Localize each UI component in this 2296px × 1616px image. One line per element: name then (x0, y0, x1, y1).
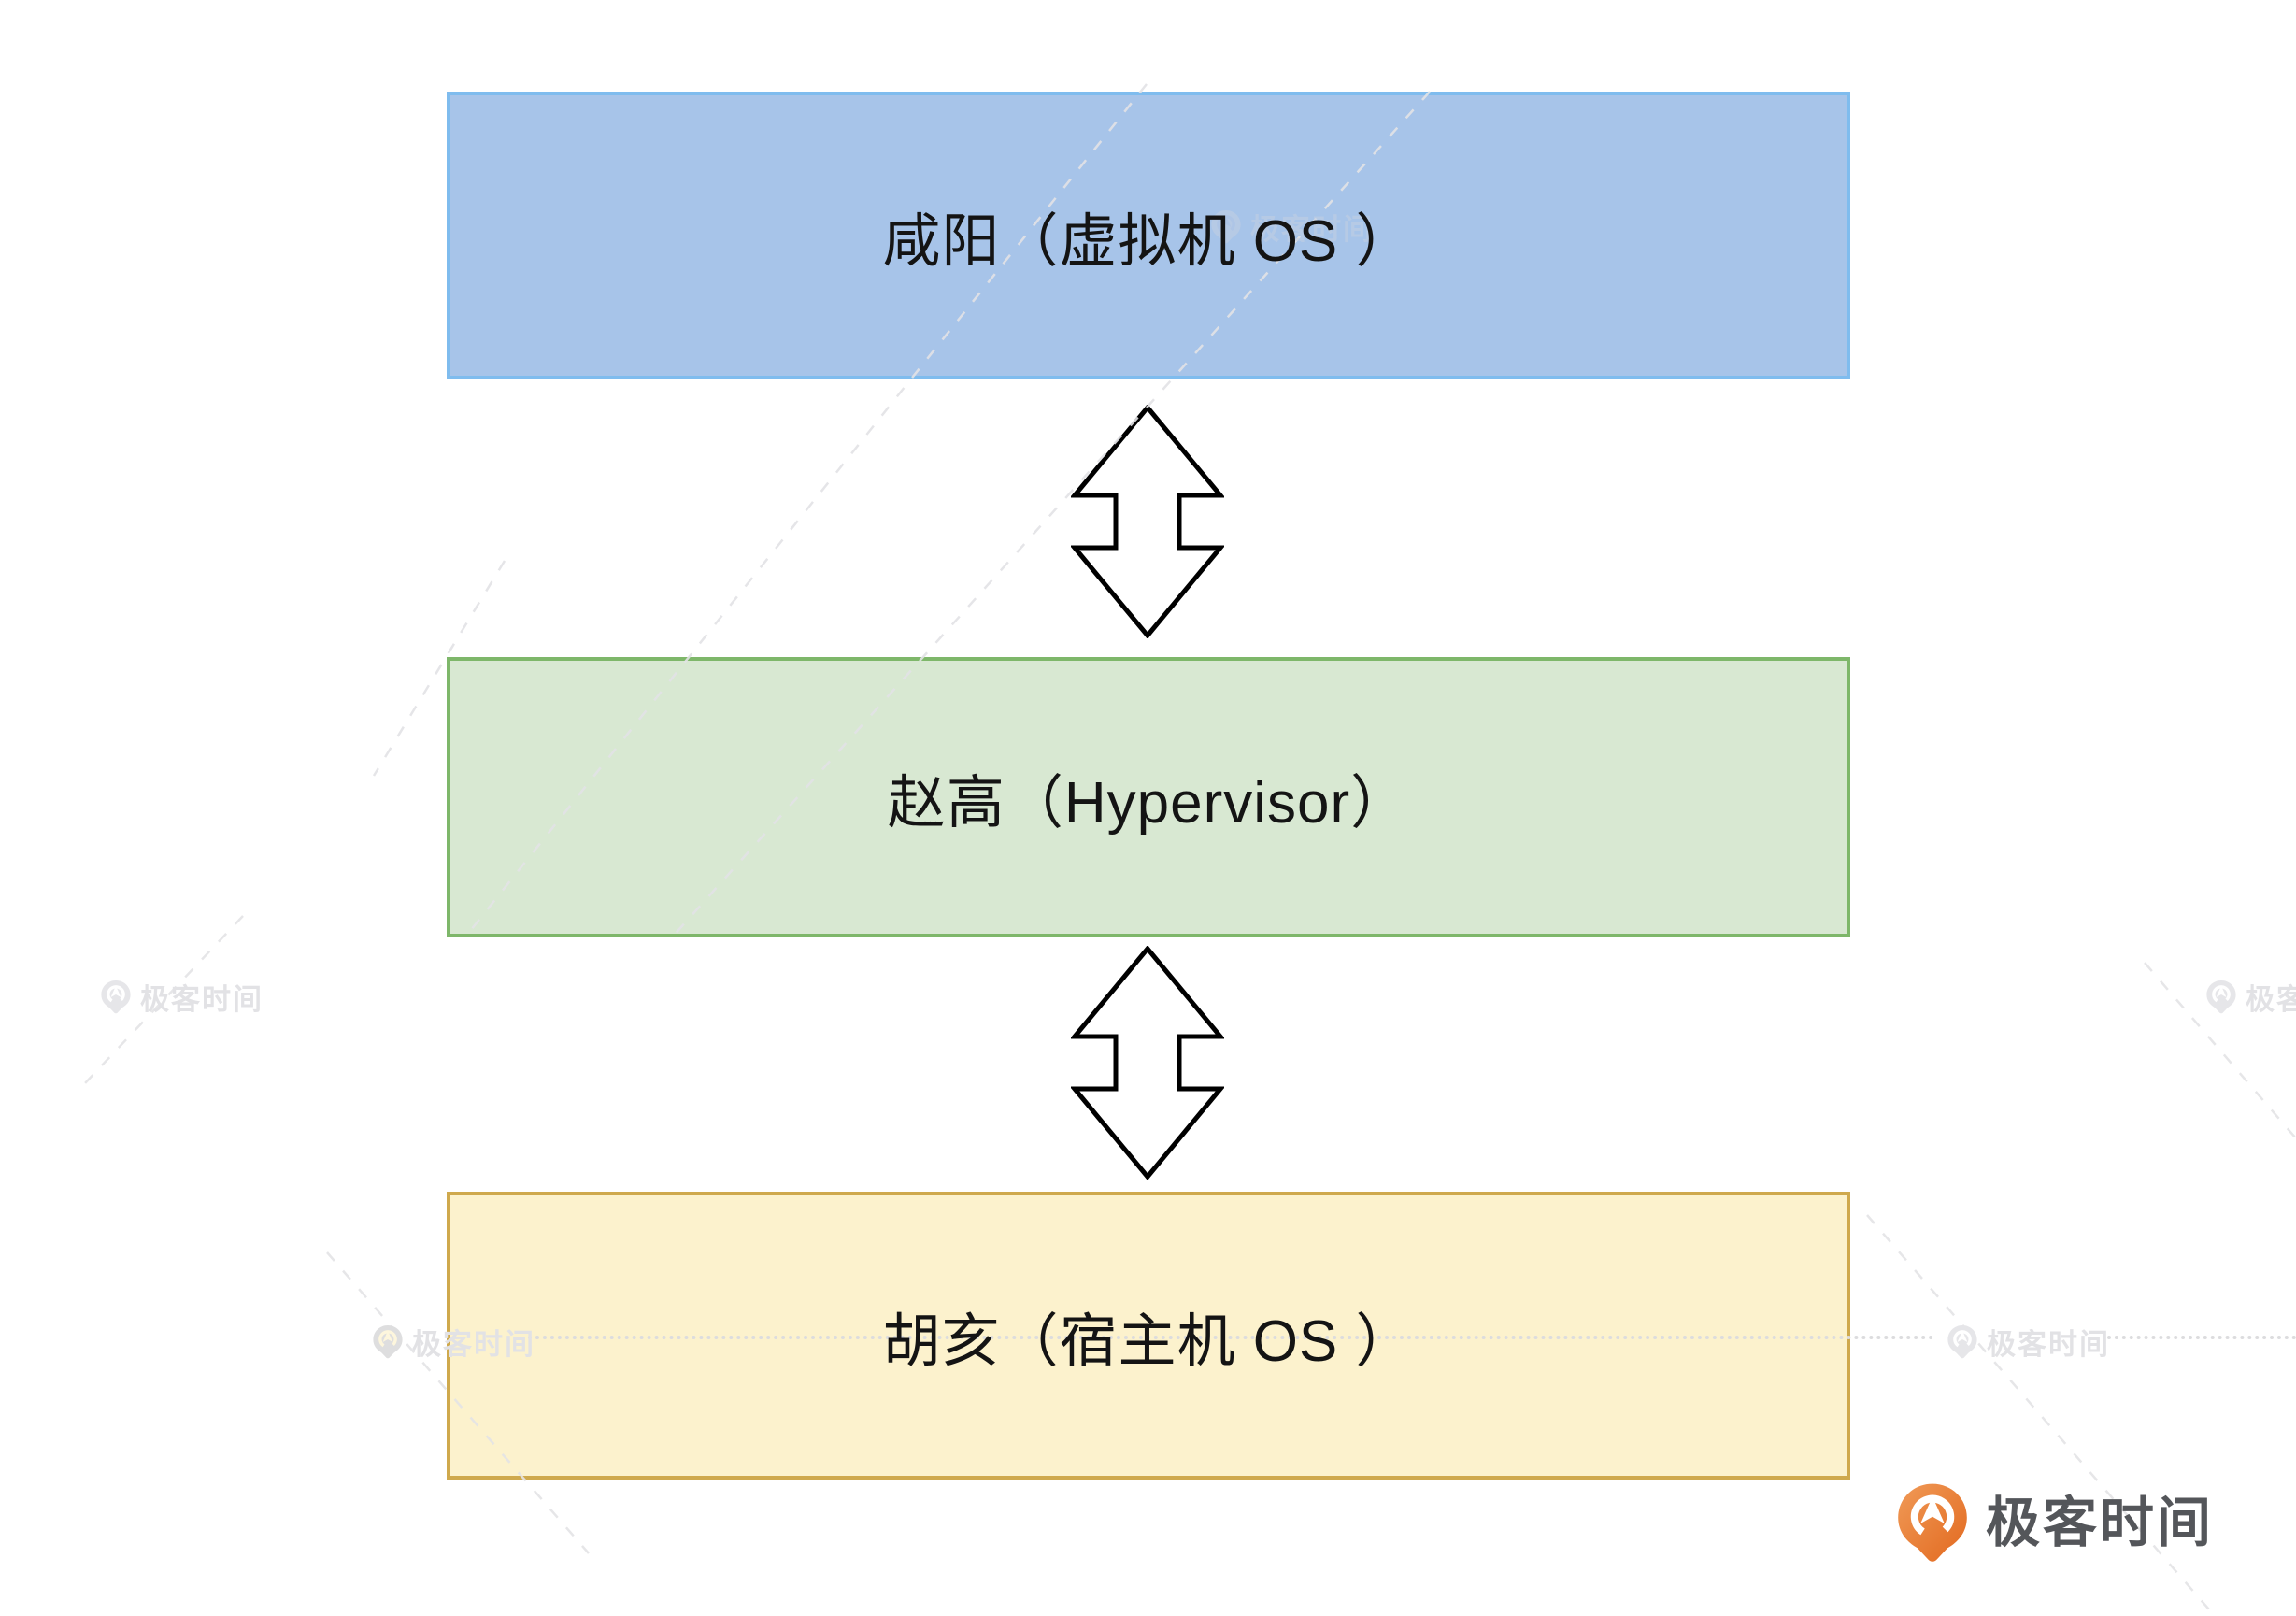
geektime-pin-icon (2206, 980, 2236, 1013)
double-arrow-icon (1071, 405, 1224, 638)
watermark-stamp: 极客时间 (100, 976, 264, 1018)
double-arrow-icon (1071, 946, 1224, 1180)
geektime-pin-icon (1947, 1324, 1977, 1358)
geektime-logo: 极客时间 (1895, 1481, 2214, 1566)
layer-label-vm-os: 咸阳（虚拟机 OS ） (882, 209, 1415, 274)
watermark-stamp: 极客时间 (1947, 1321, 2110, 1363)
geektime-logo-text: 极客时间 (1986, 1493, 2215, 1553)
watermark-text: 极客时间 (2246, 983, 2296, 1016)
geektime-pin-icon (101, 980, 131, 1013)
watermark-stamp: 极客时间 (2205, 976, 2296, 1018)
layer-box-hypervisor: 赵高（Hypervisor） (447, 657, 1850, 937)
layer-box-host-os: 胡亥（宿主机 OS ） (447, 1192, 1850, 1480)
geektime-pin-icon (373, 1324, 403, 1358)
watermark-dotted-rule (2107, 1336, 2296, 1339)
watermark-text: 极客时间 (1987, 1328, 2110, 1361)
geektime-logo-icon (1898, 1483, 1967, 1562)
watermark-text: 极客时间 (140, 983, 264, 1016)
layer-box-vm-os: 咸阳（虚拟机 OS ） (447, 92, 1850, 379)
layer-label-host-os: 胡亥（宿主机 OS ） (882, 1309, 1415, 1374)
layer-label-hypervisor: 赵高（Hypervisor） (887, 771, 1410, 836)
